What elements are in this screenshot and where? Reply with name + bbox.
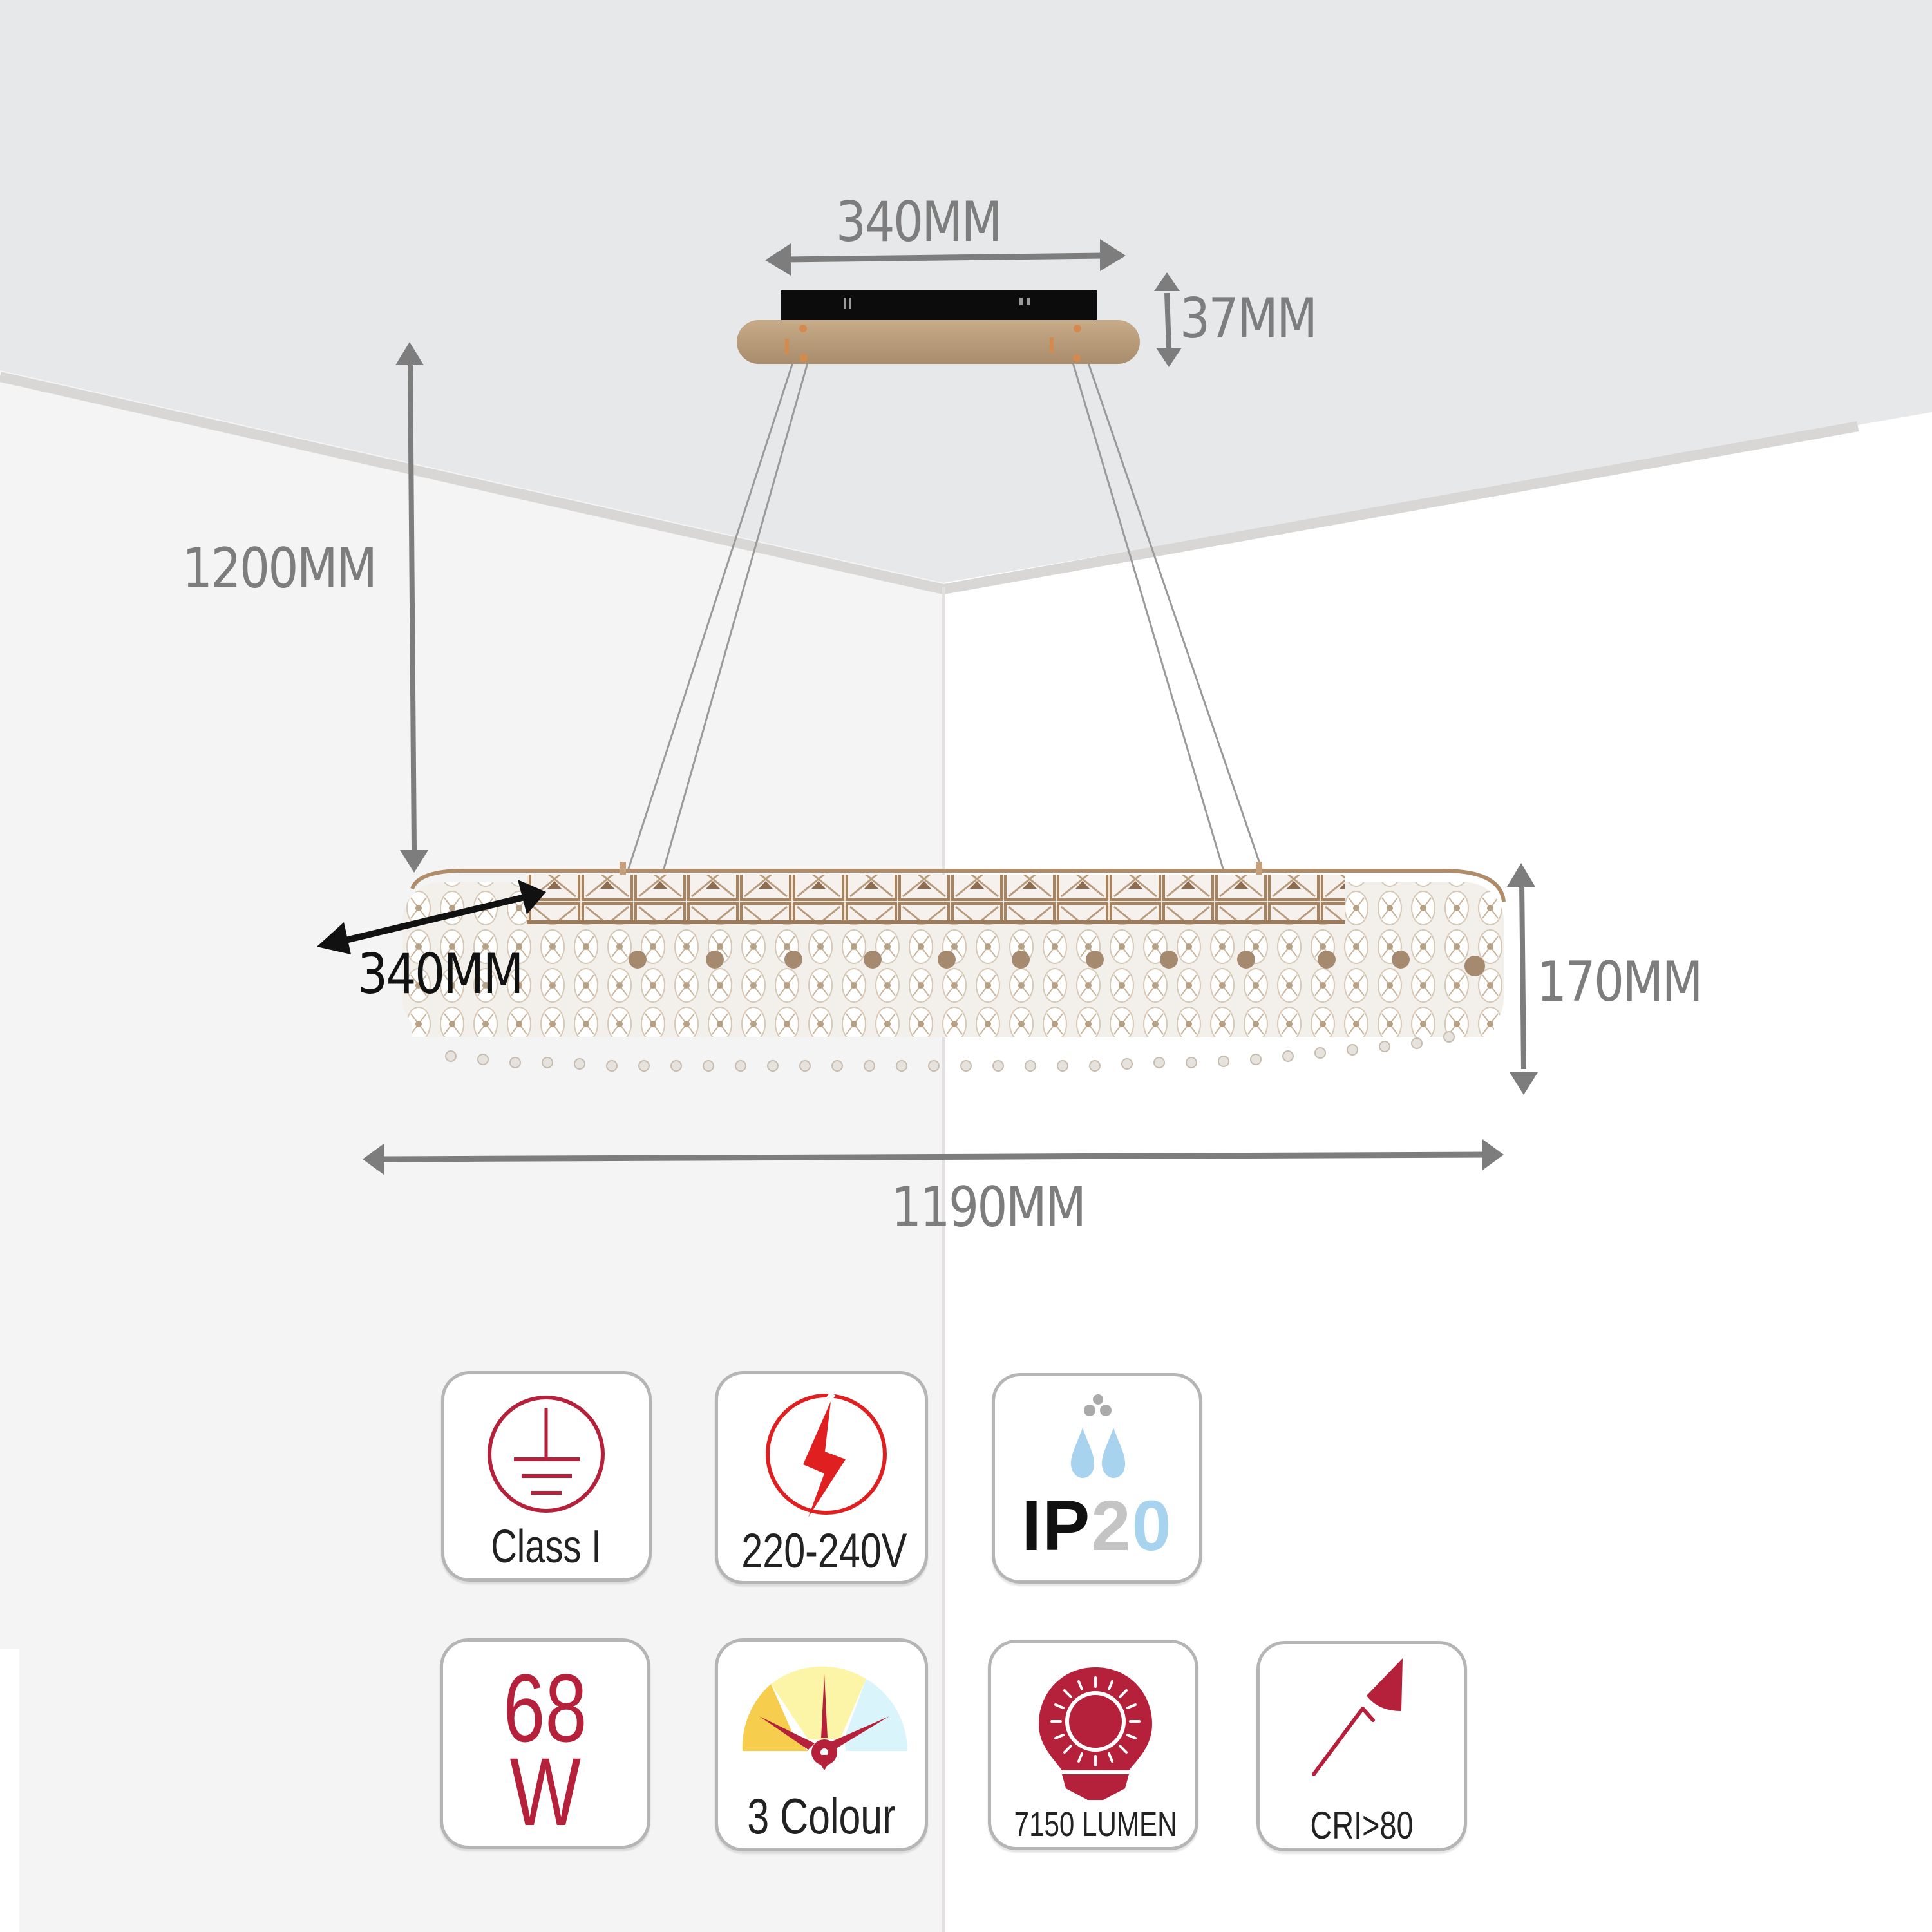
spec-card-wattage: 68 W [440, 1638, 650, 1849]
cri-icon [1312, 1658, 1403, 1776]
body-height-label: 170MM [1537, 950, 1703, 1014]
left-wall-white-strip [0, 1649, 19, 1932]
spec-card-class-i: Class I [441, 1371, 652, 1582]
suspension-cables [627, 334, 1264, 871]
colour-label: 3 Colour [747, 1788, 896, 1844]
water-drops-icon [1071, 1394, 1125, 1478]
body-width-arrow [379, 1151, 1488, 1162]
lumen-label: 7150 LUMEN [1014, 1805, 1177, 1844]
chandelier-body [402, 862, 1506, 1072]
wall-corner-line [942, 587, 945, 1932]
spec-card-ip-rating: IP20 [992, 1373, 1202, 1584]
spec-card-lumen: 7150 LUMEN [988, 1640, 1198, 1850]
cri-label: CRI>80 [1310, 1804, 1414, 1847]
body-height-arrow [1519, 882, 1526, 1070]
canopy-height-arrow [1164, 292, 1171, 348]
ceiling-canopy [737, 290, 1140, 364]
voltage-label: 220-240V [741, 1524, 907, 1578]
colour-gauge-icon [742, 1666, 907, 1770]
body-depth-arrow [317, 880, 546, 954]
canopy-width-arrow [785, 252, 1105, 263]
canopy-width-label: 340MM [836, 190, 1002, 254]
body-width-label: 1190MM [891, 1175, 1086, 1240]
canopy-height-label: 37MM [1180, 287, 1318, 351]
wattage-value: 68 [503, 1654, 587, 1762]
amber-crystal-row [629, 951, 1485, 976]
earth-ground-icon [488, 1396, 605, 1513]
droplet-row [445, 1031, 1455, 1072]
ip-rating-label: IP20 [1021, 1486, 1173, 1566]
spec-card-voltage: 220-240V [715, 1371, 928, 1584]
drop-length-label: 1200MM [182, 536, 377, 601]
spec-card-colour: 3 Colour [715, 1638, 928, 1852]
body-depth-label: 340MM [357, 942, 524, 1007]
drop-length-arrow [408, 363, 417, 851]
class-label: Class I [491, 1521, 602, 1573]
lightning-icon [766, 1392, 887, 1517]
left-wall [0, 370, 943, 1932]
bulb-icon [1039, 1667, 1152, 1800]
spec-card-cri: CRI>80 [1256, 1641, 1467, 1852]
wattage-unit: W [509, 1738, 581, 1846]
